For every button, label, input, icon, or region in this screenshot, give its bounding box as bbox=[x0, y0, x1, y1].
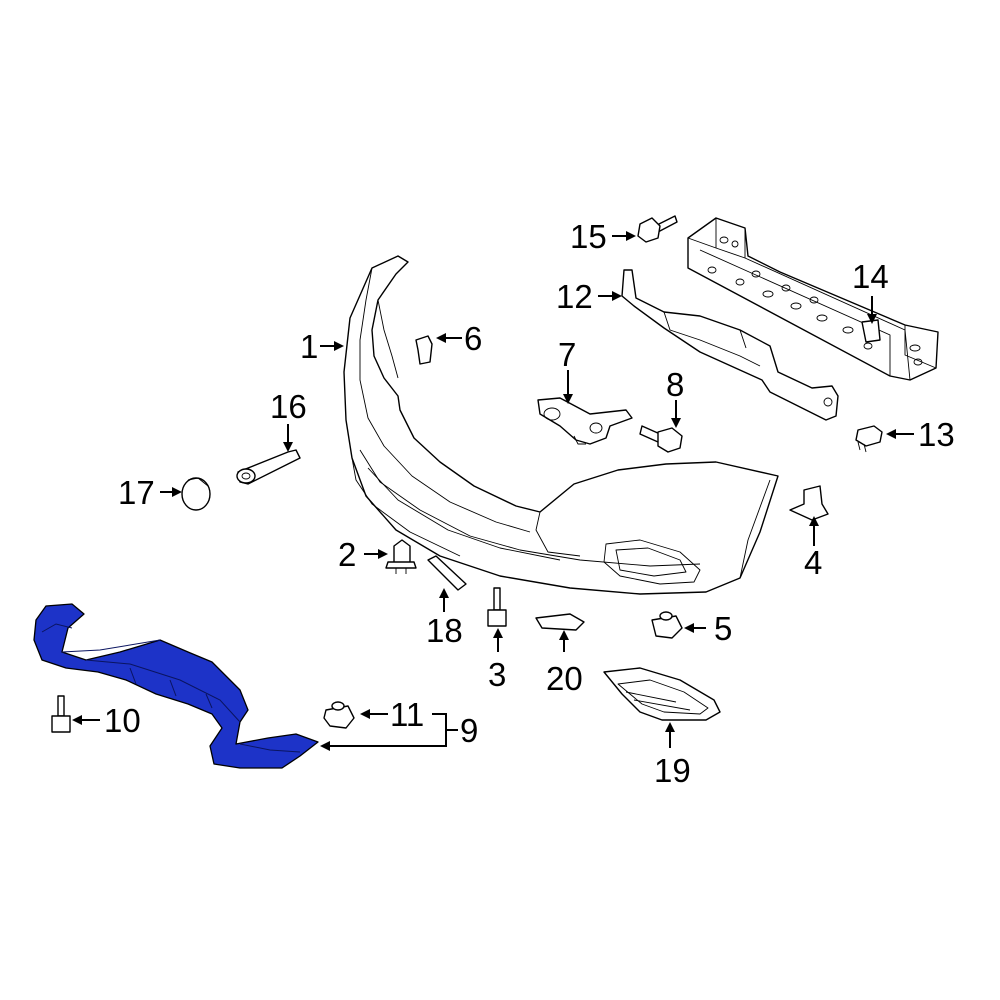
callout-5: 5 bbox=[714, 610, 732, 647]
part-15-bolt[interactable] bbox=[637, 215, 678, 243]
part-2-clip[interactable] bbox=[385, 539, 417, 574]
callout-19: 19 bbox=[654, 752, 691, 789]
callout-13: 13 bbox=[918, 416, 955, 453]
callout-11: 11 bbox=[390, 696, 424, 733]
part-17-tow-cover[interactable] bbox=[181, 477, 211, 511]
callout-20: 20 bbox=[546, 660, 583, 697]
part-16-tow-hook[interactable] bbox=[236, 449, 301, 485]
part-3-bolt[interactable] bbox=[487, 587, 507, 627]
part-8-bolt[interactable] bbox=[639, 425, 683, 453]
callout-15: 15 bbox=[570, 218, 607, 255]
part-19-fog-bezel[interactable] bbox=[603, 667, 721, 721]
callout-4: 4 bbox=[804, 544, 822, 581]
part-13-clip[interactable] bbox=[855, 425, 883, 453]
part-20-bracket[interactable] bbox=[535, 613, 585, 631]
callout-6: 6 bbox=[464, 320, 482, 357]
part-5-nut[interactable] bbox=[651, 611, 683, 639]
valance-body bbox=[33, 603, 319, 769]
part-14-reinforcement-beam[interactable] bbox=[687, 217, 939, 381]
callout-10: 10 bbox=[104, 702, 141, 739]
callout-2: 2 bbox=[338, 536, 356, 573]
leader-lines bbox=[72, 231, 914, 751]
part-6-clip[interactable] bbox=[415, 335, 433, 365]
part-18-bracket[interactable] bbox=[427, 555, 467, 591]
callout-7: 7 bbox=[558, 336, 576, 373]
part-4-bracket[interactable] bbox=[789, 485, 829, 521]
part-12-energy-absorber[interactable] bbox=[621, 269, 839, 421]
callout-8: 8 bbox=[666, 366, 684, 403]
part-10-bolt[interactable] bbox=[51, 695, 71, 733]
part-9-lower-valance[interactable] bbox=[33, 603, 319, 769]
part-7-side-bracket[interactable] bbox=[537, 397, 633, 445]
callout-1: 1 bbox=[300, 328, 318, 365]
callout-16: 16 bbox=[270, 388, 307, 425]
callout-17: 17 bbox=[118, 474, 155, 511]
callout-12: 12 bbox=[556, 278, 593, 315]
callout-9: 9 bbox=[460, 712, 478, 749]
part-1-bumper-cover[interactable] bbox=[343, 255, 779, 595]
part-11-nut[interactable] bbox=[323, 701, 355, 729]
callout-18: 18 bbox=[426, 612, 463, 649]
callout-14: 14 bbox=[852, 258, 889, 295]
callout-labels: 1 2 3 4 5 6 7 8 9 10 11 12 13 14 15 16 1… bbox=[104, 218, 955, 789]
callout-3: 3 bbox=[488, 656, 506, 693]
